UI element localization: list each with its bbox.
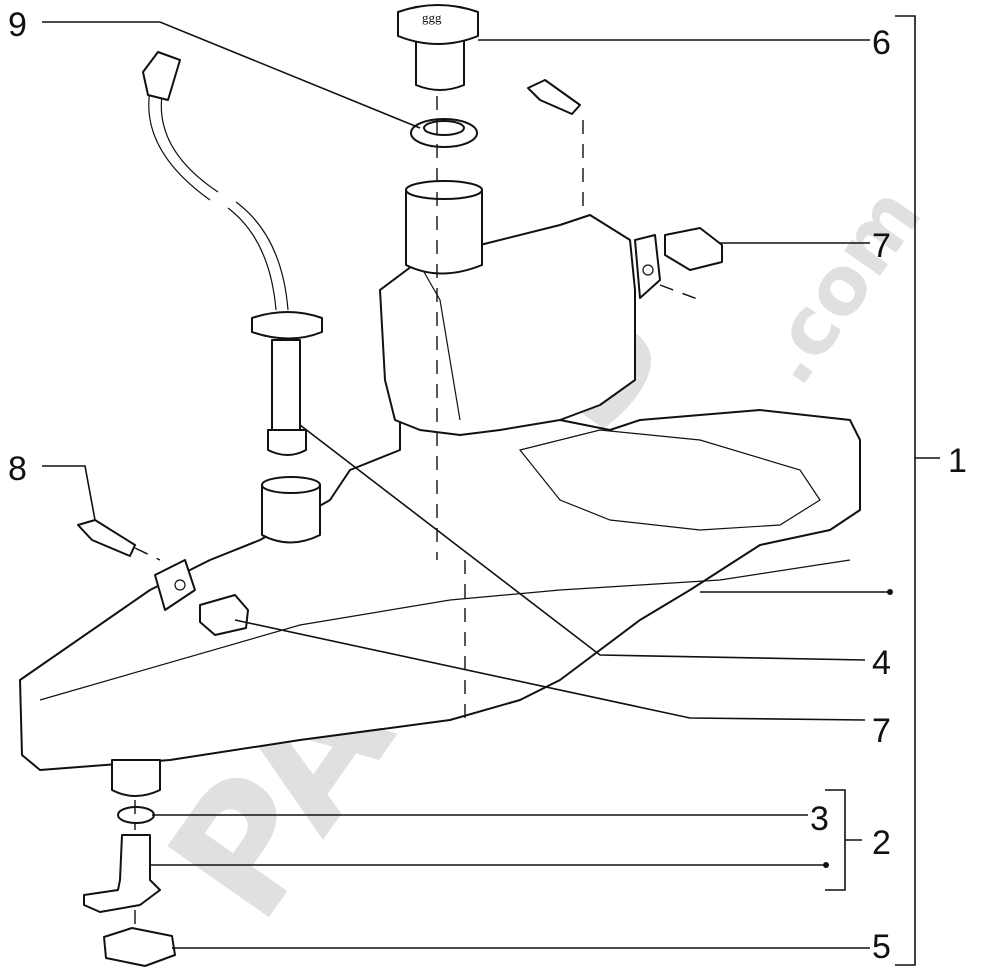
drain-assembly: [83, 806, 176, 967]
grommet: [251, 311, 323, 340]
clip-lower: [199, 594, 249, 636]
callout-6: 6: [872, 24, 891, 62]
callout-1: 1: [948, 442, 967, 480]
mount-bracket-right: [634, 234, 661, 299]
callouts: 9 6 7 8 1 4 7 3 2 5: [8, 6, 967, 966]
callout-2: 2: [872, 824, 891, 862]
clip-upper: [664, 227, 723, 271]
seal-inner: [423, 120, 465, 136]
screw-top: [527, 79, 581, 115]
group-brackets: [825, 15, 940, 966]
seal-ring: [410, 118, 478, 148]
callout-4: 4: [872, 644, 891, 682]
cap-plug: [415, 39, 465, 91]
callout-7-upper: 7: [872, 227, 891, 265]
filler-neck-top: [405, 180, 483, 200]
hose-tube-2: [227, 201, 289, 311]
hose-boss: [261, 484, 321, 544]
tank-upper-edge: [419, 264, 461, 421]
oil-tank: [19, 180, 861, 797]
callout-9: 9: [8, 6, 27, 44]
filler-cap: ggg: [397, 4, 479, 91]
cap-head: [397, 4, 479, 45]
tank-lower-body: [19, 399, 861, 771]
washer: [117, 806, 155, 824]
leader-lines: [42, 21, 893, 949]
hose-boss-top: [261, 476, 321, 494]
guide-lines: [134, 96, 701, 930]
cap-text: ggg: [422, 10, 442, 25]
spring-clips: [199, 227, 723, 636]
hose-connector: [142, 51, 181, 101]
callout-3: 3: [810, 800, 829, 838]
mount-bracket-right-hole: [642, 264, 654, 276]
sensor-stem: [271, 339, 301, 431]
callout-7-lower: 7: [872, 712, 891, 750]
watermark-suffix: .com: [739, 171, 939, 401]
screw-left: [77, 519, 136, 557]
sensor-tip: [267, 429, 307, 456]
drain-fitting: [83, 834, 161, 913]
hose-tube-1: [148, 89, 219, 201]
callout-5: 5: [872, 928, 891, 966]
screws: [77, 79, 581, 557]
tank-lower-edge: [39, 559, 851, 701]
tank-inner-recess: [518, 429, 821, 531]
level-sensor-hose: [142, 51, 323, 456]
callout-8: 8: [8, 450, 27, 488]
outlet-stub: [111, 759, 161, 797]
lock-nut: [103, 927, 176, 967]
mount-bracket-left-hole: [174, 579, 186, 591]
